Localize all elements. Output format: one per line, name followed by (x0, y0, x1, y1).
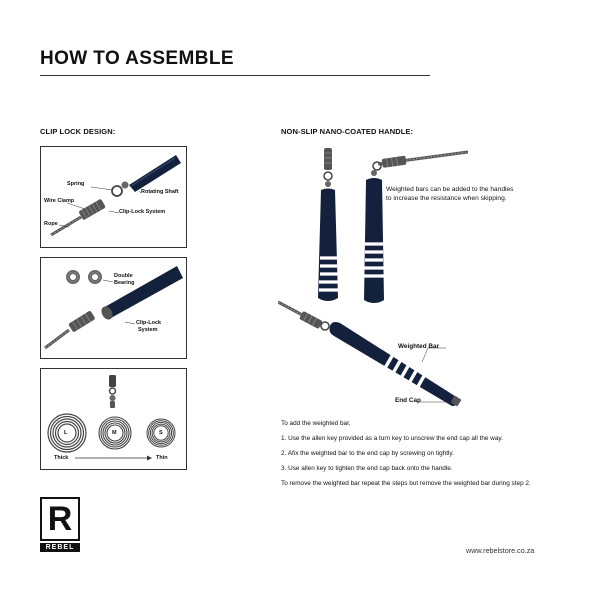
bearing-label: Bearing (114, 280, 135, 286)
logo-letter: R (47, 500, 73, 538)
size-m-label: M (112, 430, 117, 436)
rope-label: Rope (44, 221, 58, 227)
handle-heading: NON-SLIP NANO-COATED HANDLE: (281, 127, 414, 136)
instruction-step-1: 1. Use the allen key provided as a turn … (281, 435, 503, 442)
page-title: HOW TO ASSEMBLE (40, 48, 234, 69)
thick-label: Thick (54, 455, 69, 461)
instructions-intro: To add the weighted bar, (281, 420, 351, 427)
size-l-label: L (64, 430, 68, 436)
spring-label: Spring (67, 181, 85, 187)
instruction-step-2: 2. Afix the weighted bar to the end cap … (281, 450, 454, 457)
instruction-remove: To remove the weighted bar repeat the st… (281, 480, 531, 487)
wire-clamp-label: Wire Clamp (44, 198, 75, 204)
double-label: Double (114, 273, 133, 279)
clip-lock-label: Clip-Lock (136, 320, 162, 326)
brand-name: REBEL (40, 543, 80, 552)
clip-lock-heading: CLIP LOCK DESIGN: (40, 127, 116, 136)
rotating-shaft-label: Rotating Shaft (141, 189, 179, 195)
bearing-panel: Double Bearing Clip-Lock System (40, 257, 187, 359)
logo-mark: R (40, 497, 80, 541)
weighted-bars-note: Weighted bars can be added to the handle… (386, 186, 514, 202)
title-divider (40, 75, 430, 76)
bearing-diagram (44, 266, 183, 350)
end-cap-label: End Cap (395, 397, 421, 404)
weighted-bar-label: Weighted Bar (398, 343, 440, 350)
rebel-logo: R REBEL (40, 497, 80, 555)
clip-lock-diagram (50, 155, 181, 237)
thin-label: Thin (156, 455, 168, 461)
clip-lock-system-label: Clip-Lock System (119, 209, 166, 215)
system-label: System (138, 327, 158, 333)
handle-illustration (278, 148, 468, 407)
rope-thickness-diagram (47, 375, 176, 461)
clip-lock-panel: Spring Rotating Shaft Wire Clamp Clip-Lo… (40, 146, 187, 248)
rope-thickness-panel: L M S Thick Thin (40, 368, 187, 470)
website-url: www.rebelstore.co.za (466, 546, 535, 555)
instruction-step-3: 3. Use allen key to tighten the end cap … (281, 465, 453, 472)
size-s-label: S (159, 430, 163, 436)
instructions: To add the weighted bar, 1. Use the alle… (281, 420, 581, 488)
